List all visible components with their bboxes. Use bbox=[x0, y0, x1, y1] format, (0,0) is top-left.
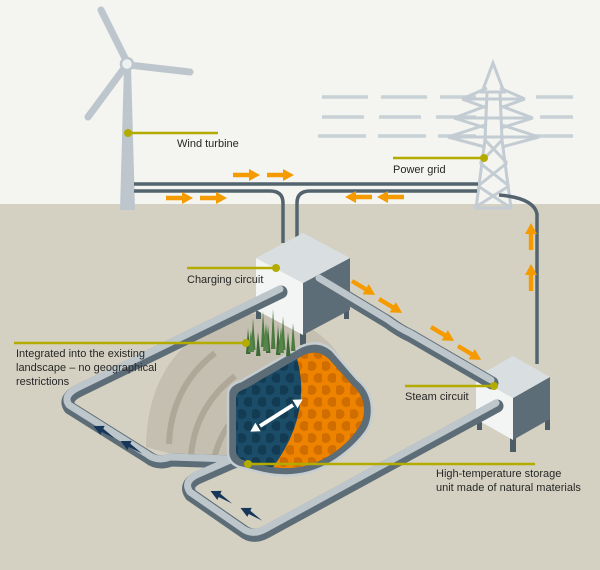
pylon-crossarm-2 bbox=[453, 104, 534, 130]
label-leader-dots bbox=[124, 129, 498, 468]
pipe-network bbox=[61, 274, 504, 542]
turbine-hub bbox=[119, 56, 135, 72]
sky-background bbox=[0, 0, 600, 204]
storage-label-line2: unit made of natural materials bbox=[436, 482, 581, 494]
steam-box-leg bbox=[477, 417, 482, 430]
pylon-apex bbox=[479, 58, 507, 94]
turbine-blades bbox=[84, 6, 194, 121]
integrated-label-line3: restrictions bbox=[16, 376, 70, 388]
power-grid-label: Power grid bbox=[393, 164, 446, 176]
charging-box-top-face bbox=[256, 233, 350, 283]
steam-box-leg bbox=[545, 417, 550, 430]
label-leader-lines bbox=[14, 131, 535, 466]
pylon-crossarm-3 bbox=[447, 123, 540, 149]
turbine-tower bbox=[120, 66, 135, 210]
charging-box-leg bbox=[300, 331, 306, 345]
heat-exchange-arrow bbox=[250, 399, 303, 432]
charging-box-leg bbox=[344, 306, 349, 319]
power-pylon-illustration bbox=[318, 58, 573, 210]
storage-label-line1: High-temperature storage bbox=[436, 468, 561, 480]
charging-circuit-label: Charging circuit bbox=[187, 274, 263, 286]
pipe-highlight-layer bbox=[63, 274, 500, 536]
pylon-crossarm-1 bbox=[461, 86, 526, 110]
steam-circuit-label: Steam circuit bbox=[405, 391, 469, 403]
charging-box-leg bbox=[256, 306, 261, 319]
wire-steam-to-grid bbox=[498, 193, 539, 364]
pylon-lattice bbox=[473, 138, 512, 210]
electric-wires bbox=[134, 182, 539, 364]
wire-grid-to-charging bbox=[295, 189, 477, 243]
wind-turbine-label: Wind turbine bbox=[177, 138, 239, 150]
integrated-label-line1: Integrated into the existing bbox=[16, 348, 145, 360]
wire-turbine-to-charging bbox=[134, 189, 285, 243]
wind-turbine-illustration bbox=[84, 6, 194, 210]
integrated-label-line2: landscape – no geographical bbox=[16, 362, 157, 374]
steam-box-leg bbox=[510, 438, 516, 452]
